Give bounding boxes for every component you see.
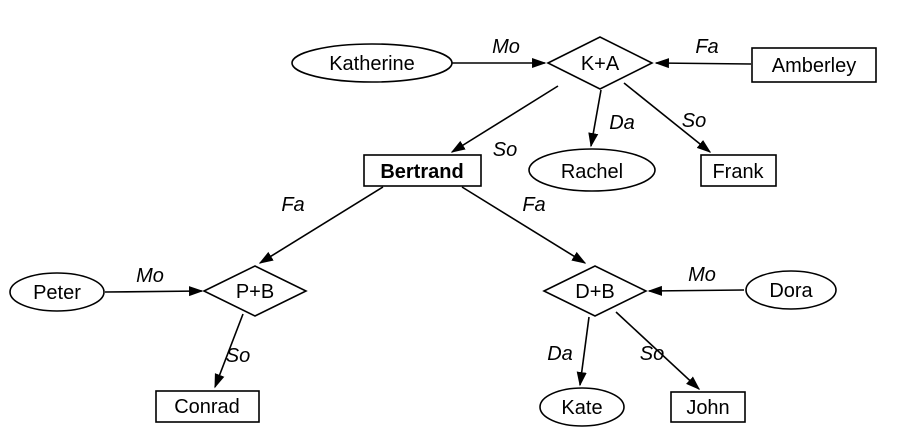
edge-label-mo: Mo [688, 264, 716, 286]
edge-bertrand-to-db: Fa [461, 186, 587, 264]
edge-label-da: Da [609, 112, 635, 134]
peter-label: Peter [33, 282, 81, 304]
edge-label-line-ka-frank [623, 82, 712, 153]
edge-line-db-john [615, 311, 701, 390]
bertrand-rect [363, 154, 482, 187]
pb-label: P+B [236, 281, 274, 303]
rachel-ellipse [528, 148, 656, 192]
edge-label-so: So [226, 345, 250, 367]
edge-line-peter-pb [104, 286, 204, 297]
edge-label-so: So [493, 139, 517, 161]
node-frank: Frank [700, 154, 777, 187]
edge-line-dora-db [647, 285, 745, 296]
ka-diamond [546, 36, 654, 90]
edge-db-to-kate: Da [547, 316, 590, 387]
edge-bertrand-to-pb: Fa [258, 186, 384, 264]
node-kate: Kate [539, 387, 625, 427]
db-diamond [542, 265, 648, 317]
edge-label-da: Da [547, 343, 573, 365]
frank-rect [700, 154, 777, 187]
edge-line-db-kate [576, 316, 590, 387]
dora-ellipse [745, 270, 837, 310]
katherine-ellipse [291, 43, 453, 83]
edge-label-fa: Fa [522, 194, 545, 216]
dora-label: Dora [769, 280, 813, 302]
edge-dora-to-db: Mo [647, 264, 745, 296]
edge-line-amberley-ka [654, 58, 752, 69]
edge-peter-to-pb: Mo [104, 265, 204, 297]
node-amberley: Amberley [751, 47, 877, 83]
katherine-label: Katherine [329, 53, 415, 75]
rachel-label: Rachel [561, 161, 623, 183]
edge-label-mo: Mo [136, 265, 164, 287]
john-label: John [686, 397, 729, 419]
john-rect [670, 391, 746, 423]
edge-katherine-to-ka: Mo [452, 36, 547, 69]
edge-label-so: So [640, 343, 664, 365]
edge-line-ka-bertrand [450, 85, 559, 153]
edge-ka-to-frank: So [623, 82, 712, 153]
amberley-rect [751, 47, 877, 83]
edge-label-mo: Mo [492, 36, 520, 58]
edge-label-so: So [682, 110, 706, 132]
edge-pb-to-conrad: So [214, 313, 250, 389]
node-ka-union: K+A [546, 36, 654, 90]
bertrand-label: Bertrand [380, 161, 463, 183]
edge-line-pb-conrad [214, 313, 244, 389]
node-db-union: D+B [542, 265, 648, 317]
node-rachel: Rachel [528, 148, 656, 192]
edge-line-ka-rachel [588, 89, 602, 148]
peter-ellipse [9, 272, 105, 312]
frank-label: Frank [712, 161, 764, 183]
node-peter: Peter [9, 272, 105, 312]
edge-ka-to-bertrand: So [450, 85, 559, 161]
edge-label-fa: Fa [281, 194, 304, 216]
node-john: John [670, 391, 746, 423]
edge-ka-to-rachel: Da [588, 89, 635, 148]
conrad-label: Conrad [174, 396, 240, 418]
amberley-label: Amberley [772, 55, 856, 77]
kate-ellipse [539, 387, 625, 427]
edge-label-fa: Fa [695, 36, 718, 58]
edge-amberley-to-ka: Fa [654, 36, 752, 69]
ka-label: K+A [581, 53, 620, 75]
db-label: D+B [575, 281, 614, 303]
node-katherine: Katherine [291, 43, 453, 83]
node-bertrand: Bertrand [363, 154, 482, 187]
edge-line-bertrand-db [461, 186, 587, 264]
edge-db-to-john: So [615, 311, 701, 390]
node-dora: Dora [745, 270, 837, 310]
node-pb-union: P+B [202, 265, 308, 317]
pb-diamond [202, 265, 308, 317]
kate-label: Kate [561, 397, 602, 419]
edge-line-bertrand-pb [258, 186, 384, 264]
conrad-rect [155, 390, 260, 423]
node-conrad: Conrad [155, 390, 260, 423]
